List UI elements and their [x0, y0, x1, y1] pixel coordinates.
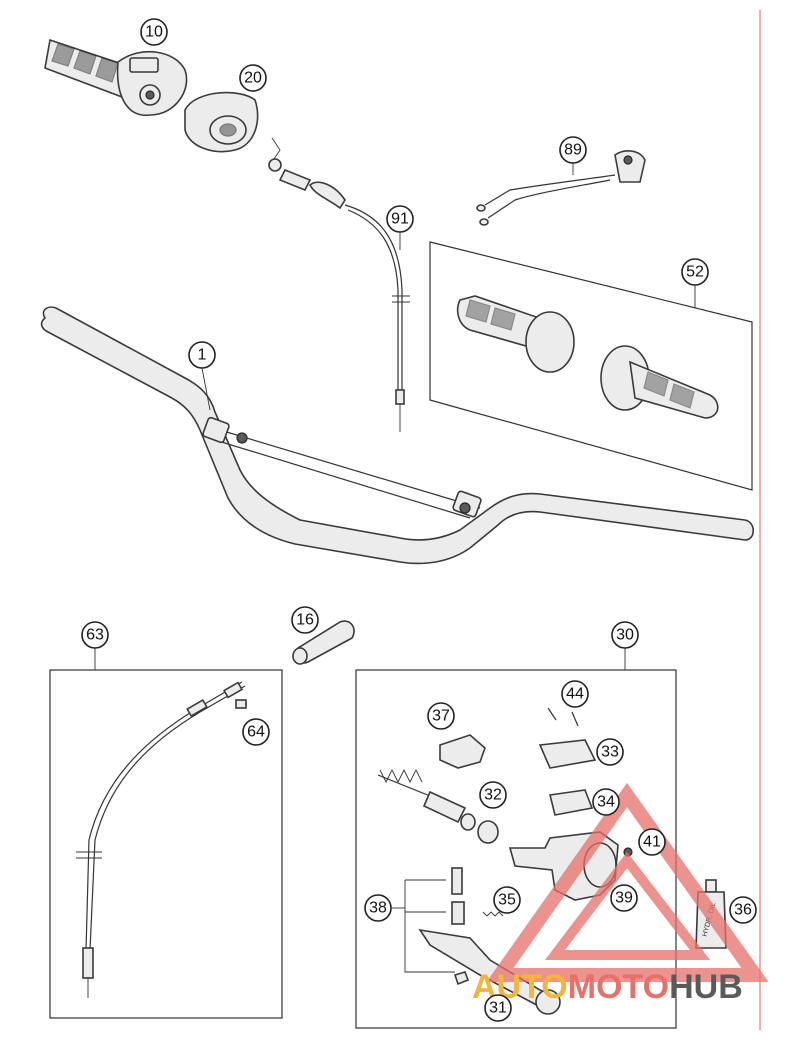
svg-text:35: 35: [498, 892, 516, 909]
callout-38: 38: [364, 894, 392, 922]
grip-set: [429, 241, 753, 491]
svg-text:44: 44: [566, 686, 584, 703]
clutch-cable-set: [49, 669, 283, 1019]
watermark-text: AUTOMOTOHUB: [472, 968, 743, 1006]
svg-text:31: 31: [489, 1000, 507, 1017]
svg-text:33: 33: [601, 744, 619, 761]
throttle-grip: [44, 38, 188, 117]
callout-32: 32: [479, 781, 507, 809]
svg-text:20: 20: [244, 70, 262, 87]
callout-30: 30: [611, 621, 639, 649]
svg-text:37: 37: [432, 708, 450, 725]
throttle-housing: [184, 91, 259, 153]
handlebar: [40, 306, 755, 565]
callout-20: 20: [239, 64, 267, 92]
svg-text:10: 10: [145, 24, 163, 41]
callout-31: 31: [484, 994, 512, 1022]
callout-52: 52: [681, 258, 709, 286]
svg-text:52: 52: [686, 264, 704, 281]
callout-34: 34: [592, 788, 620, 816]
watermark-hub: HUB: [669, 968, 743, 1006]
bar-end: [292, 620, 355, 665]
watermark-logo: [486, 782, 769, 982]
svg-text:34: 34: [597, 794, 615, 811]
callout-33: 33: [596, 738, 624, 766]
callout-63: 63: [81, 621, 109, 649]
svg-text:91: 91: [391, 211, 409, 228]
callout-16: 16: [291, 606, 319, 634]
watermark-moto: MOTO: [568, 968, 669, 1006]
svg-text:32: 32: [484, 787, 502, 804]
callout-64: 64: [242, 718, 270, 746]
svg-text:89: 89: [564, 142, 582, 159]
hydraulic-clutch-set: [355, 669, 677, 1029]
callout-37: 37: [427, 702, 455, 730]
callout-1: 1: [188, 341, 216, 369]
callout-36: 36: [729, 896, 757, 924]
callout-89: 89: [559, 136, 587, 164]
callout-91: 91: [386, 205, 414, 233]
svg-text:64: 64: [247, 724, 265, 741]
callout-44: 44: [561, 680, 589, 708]
watermark-auto: AUTO: [472, 968, 568, 1006]
svg-text:16: 16: [296, 612, 314, 629]
callout-10: 10: [140, 18, 168, 46]
callout-39: 39: [610, 884, 638, 912]
wiring-harness: [476, 150, 646, 226]
callout-41: 41: [638, 828, 666, 856]
callout-35: 35: [493, 886, 521, 914]
svg-text:63: 63: [86, 627, 104, 644]
throttle-cable: [268, 137, 410, 432]
svg-text:41: 41: [643, 834, 661, 851]
leader-lines: [94, 163, 696, 909]
svg-text:30: 30: [616, 627, 634, 644]
svg-text:39: 39: [615, 890, 633, 907]
svg-text:36: 36: [734, 902, 752, 919]
svg-text:38: 38: [369, 900, 387, 917]
svg-text:1: 1: [198, 347, 207, 364]
